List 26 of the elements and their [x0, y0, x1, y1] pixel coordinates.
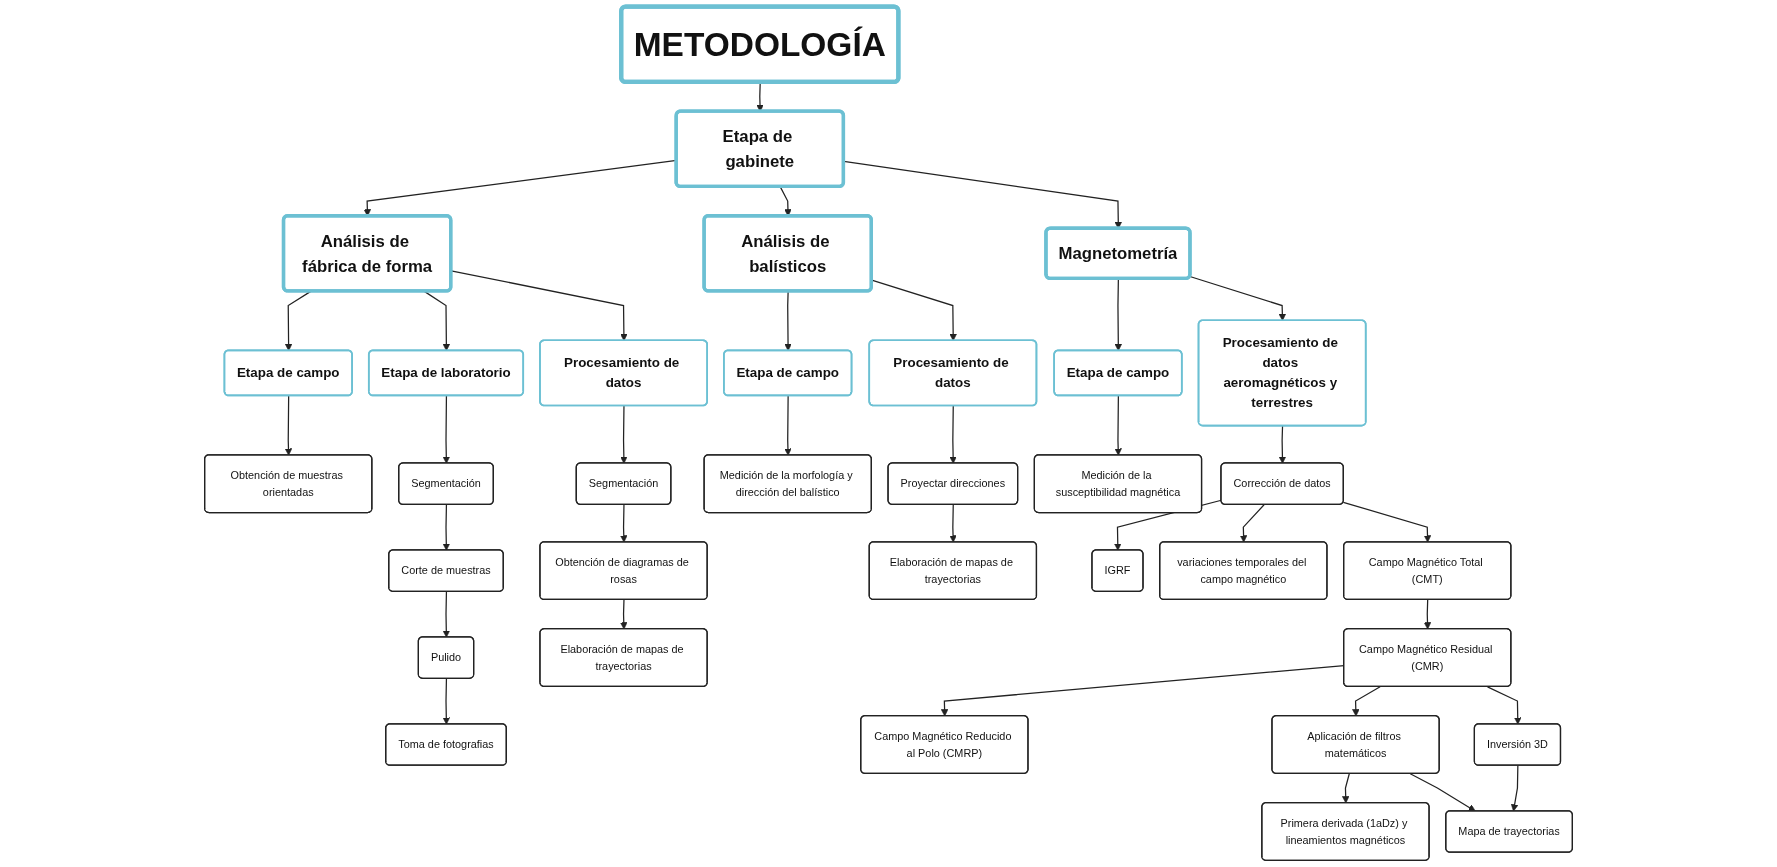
- arrow: [620, 599, 628, 630]
- arrow: [1352, 686, 1381, 717]
- arrow: [1510, 765, 1519, 812]
- arrow: [442, 504, 450, 551]
- arrow: [1409, 773, 1476, 812]
- arrow: [284, 290, 312, 352]
- arrow: [442, 678, 450, 725]
- arrow: [784, 290, 792, 352]
- arrow: [442, 591, 450, 638]
- arrow: [1486, 686, 1522, 725]
- arrow: [1423, 599, 1432, 630]
- arrow: [949, 405, 957, 464]
- arrow: [620, 405, 628, 464]
- arrow: [1278, 425, 1287, 464]
- arrow: [1189, 275, 1287, 321]
- arrow: [1342, 773, 1350, 804]
- arrow: [1239, 504, 1265, 543]
- arrow: [949, 504, 957, 543]
- arrow: [784, 395, 792, 456]
- arrow: [620, 504, 628, 543]
- arrow: [1342, 501, 1432, 543]
- arrow: [442, 395, 450, 464]
- arrow: [1114, 395, 1122, 456]
- arrow: [1114, 278, 1122, 352]
- arrow: [423, 290, 451, 352]
- arrow: [284, 395, 293, 456]
